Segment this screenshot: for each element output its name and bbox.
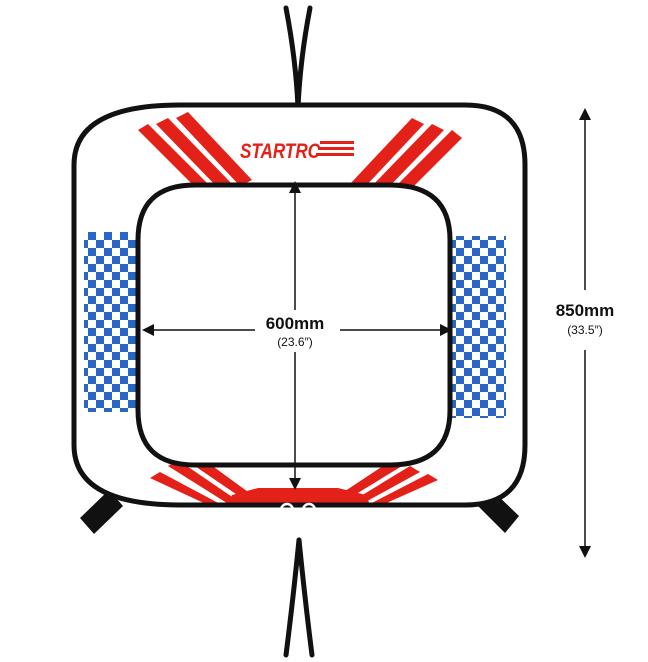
- startrc-logo: STARTRC: [240, 140, 354, 163]
- inner-dimension-imperial: (23.6″): [277, 335, 313, 349]
- logo-speed-lines-icon: [316, 141, 354, 156]
- gate-inner-outline: [135, 182, 453, 468]
- corner-tab-bottom-left: [80, 490, 123, 534]
- outer-dimension-imperial: (33.5″): [567, 323, 603, 337]
- bottom-strap: [283, 537, 315, 658]
- racing-stripes-top-left: [138, 112, 252, 194]
- outer-dimension-label: 850mm: [556, 301, 615, 320]
- top-strap: [283, 5, 313, 111]
- brand-name: STARTRC: [240, 140, 321, 163]
- checkered-pattern-left: [84, 232, 140, 412]
- checkered-pattern-right: [450, 236, 506, 418]
- drone-icon: [279, 502, 317, 538]
- gate-outer-outline: [71, 102, 528, 508]
- racing-stripes-top-right: [350, 118, 462, 198]
- inner-dimension-label: 600mm: [266, 314, 325, 333]
